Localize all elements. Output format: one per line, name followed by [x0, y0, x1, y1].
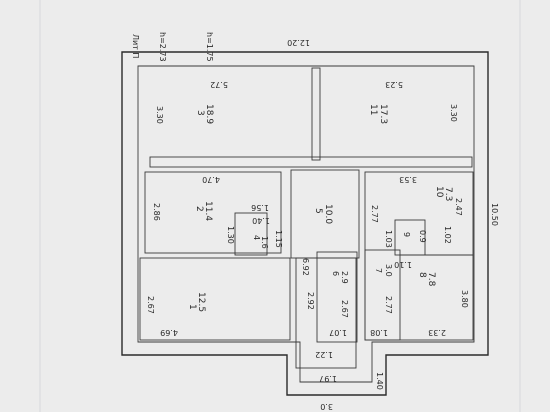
corridor-left-dim: 2.92 [306, 292, 315, 310]
room-6-dim-a: 2.67 [340, 300, 349, 318]
room-7-area: 3.0 [384, 264, 393, 277]
room-10-area: 7.3 [443, 187, 453, 201]
room-5-number: 5 [313, 208, 323, 214]
room-4-area: 1.6 [260, 236, 269, 249]
dim-bottom: 3.0 [320, 402, 333, 411]
room-9-area: 0.9 [418, 230, 427, 243]
room-8-number: 8 [417, 272, 427, 278]
room-2-area: 11.4 [203, 201, 213, 221]
room-11-dim-b: 3.30 [449, 104, 458, 122]
room-1-dim-a: 4.69 [160, 328, 178, 337]
room-7-number: 7 [374, 268, 383, 273]
room-5-dim: 6.92 [301, 258, 310, 276]
room-4-number: 4 [252, 235, 261, 240]
room-8-area: 7.8 [426, 272, 436, 287]
room-3-dim-b: 3.30 [155, 106, 164, 124]
room-8-dim-a: 3.80 [460, 290, 469, 308]
room-labels: 3 18.9 5.72 3.30 11 17.3 5.23 3.30 2 11.… [146, 80, 469, 383]
room-3-area: 18.9 [204, 104, 214, 124]
room-10-dim-a: 3.53 [399, 175, 417, 184]
interior-walls [139, 67, 474, 369]
room-6-area: 2.9 [340, 271, 349, 284]
height-main-label: h=2.73 [158, 32, 167, 62]
room-2-gap-dim: 1.56 [251, 203, 269, 212]
room-11-number: 11 [368, 104, 378, 115]
room-1-dim-b: 2.67 [146, 296, 155, 314]
dim-width-top: 12.20 [287, 38, 310, 47]
room-9-dim-b: 1.10 [394, 260, 412, 269]
room-2-dim-a: 4.70 [202, 175, 220, 184]
room-9-dim-a: 1.02 [443, 226, 452, 244]
room-2-number: 2 [194, 206, 204, 212]
room-7-dim-b: 1.08 [370, 328, 388, 337]
room-11-area: 17.3 [378, 104, 388, 124]
room-3-number: 3 [195, 110, 205, 116]
room-5-area: 10.0 [323, 204, 333, 224]
room-2-dim-b: 2.86 [152, 203, 161, 221]
room-1-number: 1 [187, 304, 197, 310]
room-1-area: 12.5 [196, 292, 206, 312]
room-10-dim-c: 2.47 [454, 198, 463, 216]
room-8-dim-b: 2.33 [428, 328, 446, 337]
room-4-side-dim: 1.30 [226, 226, 235, 244]
corridor-bottom-outer-dim: 1.97 [319, 374, 337, 383]
room-4-dim-a: 1.40 [252, 216, 270, 225]
room-6-number: 6 [331, 271, 340, 276]
room-4-dim-b: 1.15 [274, 230, 283, 248]
room-7-dim-a: 2.77 [384, 296, 393, 314]
outer-walls [121, 51, 489, 396]
room-11-dim-a: 5.23 [385, 80, 403, 89]
room-9-number: 9 [402, 232, 411, 237]
room-10-dim-b: 2.77 [370, 205, 379, 223]
corridor-bottom-dim: 1.22 [315, 350, 333, 359]
lit-label: Лит П [131, 34, 140, 58]
height-alt-label: h=1.75 [205, 32, 214, 62]
room-10-number: 10 [434, 186, 444, 198]
room-3-dim-a: 5.72 [210, 80, 228, 89]
dim-step: 1.40 [375, 372, 384, 390]
room-7-top-dim: 1.03 [384, 230, 393, 248]
room-6-dim-b: 1.07 [329, 328, 347, 337]
paper-rulings [39, 0, 521, 412]
dim-height-right: 10.50 [490, 203, 499, 226]
